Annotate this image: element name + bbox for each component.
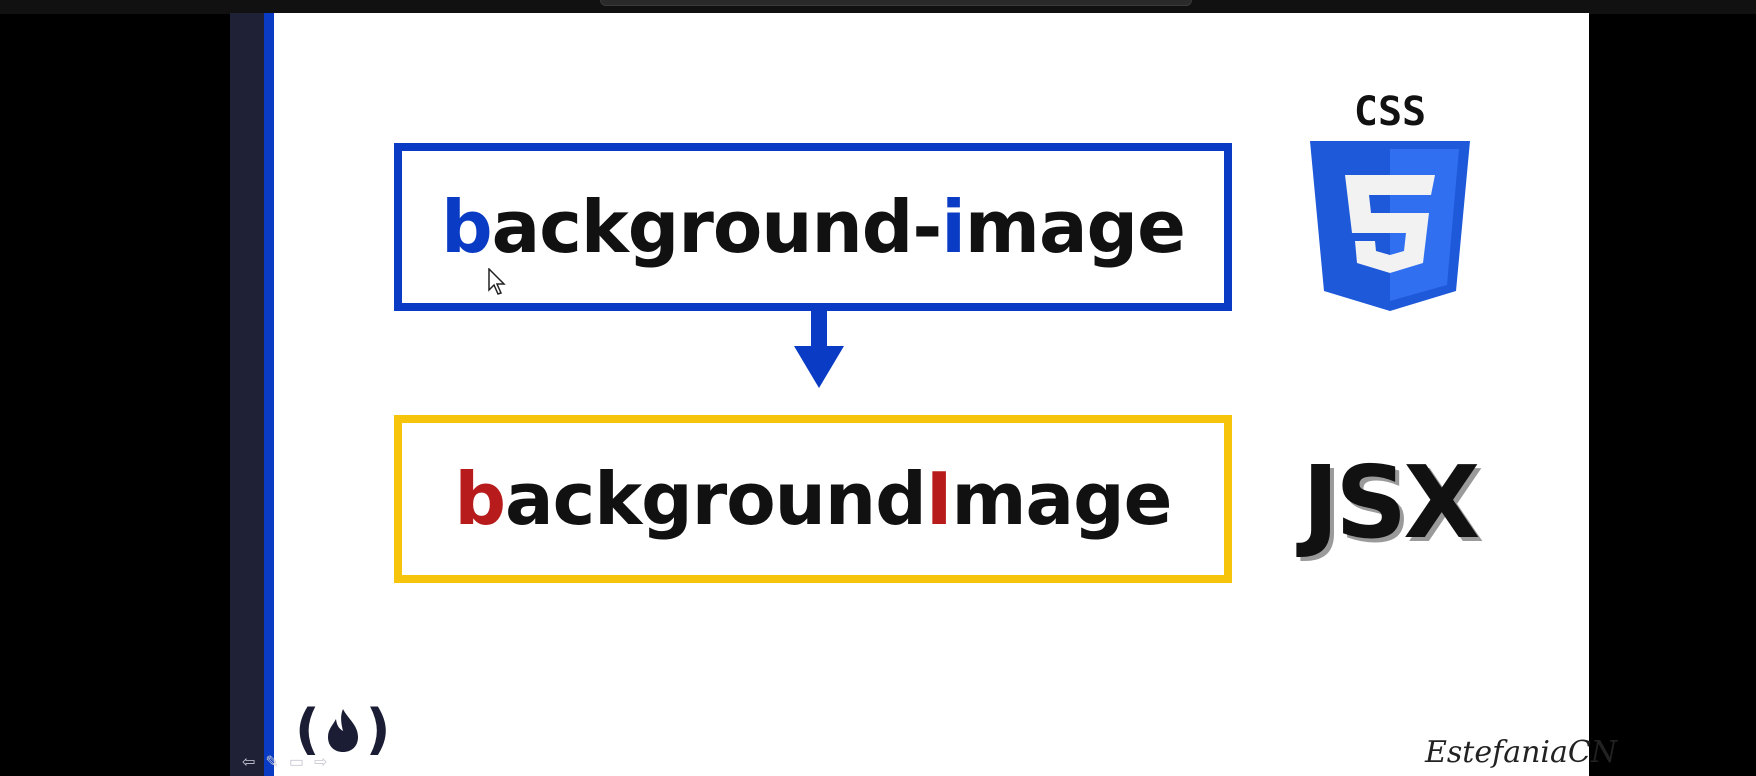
jsx-property-suffix: mage (951, 457, 1173, 541)
css-property-suffix: mage (964, 185, 1186, 269)
css3-logo-icon: CSS (1310, 91, 1470, 311)
previous-slide-icon[interactable]: ⇦ (242, 754, 256, 771)
css-highlight-letter: i (941, 185, 966, 269)
slide-accent-bar (264, 13, 274, 776)
css-logo-text: CSS (1354, 91, 1426, 135)
logo-right-paren: ) (365, 698, 391, 761)
pen-tool-icon[interactable]: ✎ (265, 754, 279, 771)
jsx-first-letter: b (454, 457, 506, 541)
author-signature: EstefaniaCN (1425, 735, 1618, 770)
css-first-letter: b (441, 185, 493, 269)
flame-icon (327, 708, 358, 752)
slide-controls[interactable]: ⇦ ✎ ▭ ⇨ (242, 752, 327, 772)
down-arrow-icon (794, 310, 844, 388)
slide-side-panel (230, 13, 264, 776)
mouse-cursor-icon (488, 268, 506, 295)
video-toolbar[interactable] (600, 0, 1192, 6)
next-slide-icon[interactable]: ⇨ (313, 754, 328, 771)
window-top-bar (0, 0, 1756, 14)
logo-left-paren: ( (295, 698, 320, 761)
slide-menu-icon[interactable]: ▭ (288, 754, 304, 771)
css-property-middle: ackground- (491, 185, 943, 269)
jsx-label: JSX (1302, 444, 1480, 561)
jsx-property-middle: ackground (505, 457, 927, 541)
freecodecamp-logo: ( ) (295, 698, 390, 761)
jsx-highlight-letter: I (925, 457, 953, 541)
